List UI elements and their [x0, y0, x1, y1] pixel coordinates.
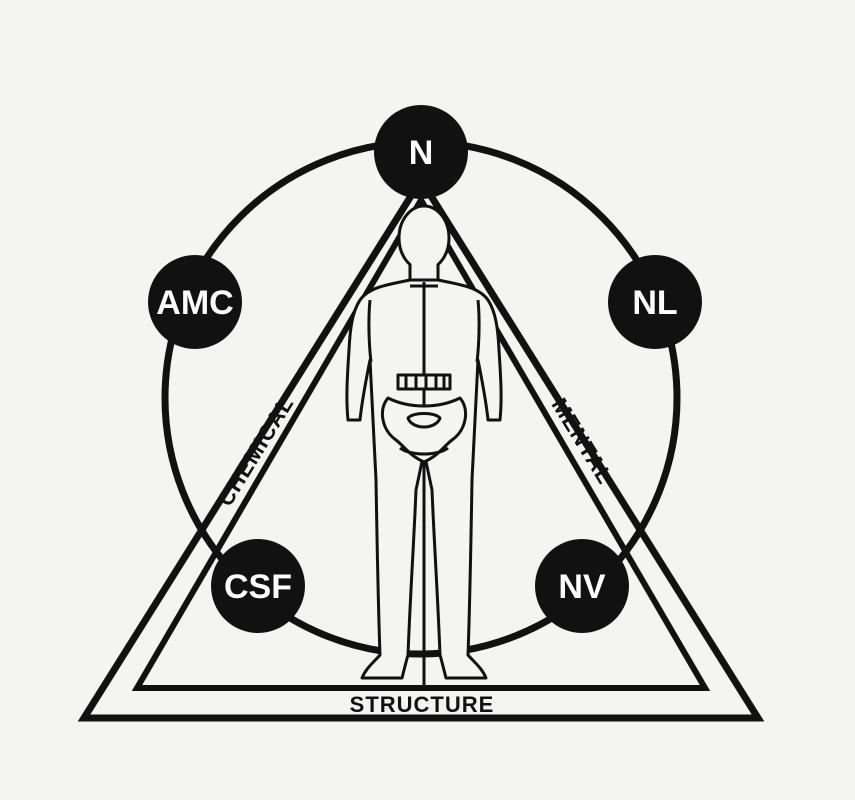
side-label-structure: STRUCTURE: [350, 692, 495, 717]
node-nl-label: NL: [632, 284, 677, 322]
outer-triangle: [77, 173, 765, 722]
inner-triangle: [131, 194, 711, 691]
node-n: N: [374, 105, 468, 199]
node-csf-label: CSF: [224, 568, 292, 606]
node-nl: NL: [608, 255, 702, 349]
node-nv: NV: [535, 539, 629, 633]
node-nv-label: NV: [558, 568, 606, 606]
node-csf: CSF: [211, 539, 305, 633]
node-amc: AMC: [148, 255, 242, 349]
node-amc-label: AMC: [156, 284, 233, 322]
human-figure-icon: [345, 204, 503, 690]
node-n-label: N: [409, 134, 434, 172]
